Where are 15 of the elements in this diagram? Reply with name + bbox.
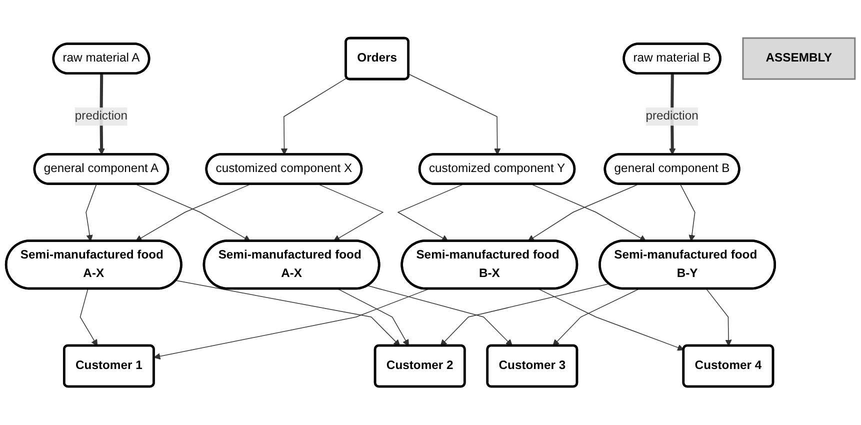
arrow: [706, 288, 732, 346]
arrow: [176, 280, 400, 346]
arrow: [680, 184, 696, 242]
arrow: [538, 288, 684, 352]
node-box: ASSEMBLY: [742, 38, 856, 80]
arrow: [552, 288, 640, 346]
arrow: [440, 284, 610, 346]
arrow: [367, 286, 513, 346]
arrow: [408, 74, 501, 156]
arrow: [280, 78, 348, 156]
arrow: [86, 184, 97, 242]
edge-label: prediction: [74, 110, 128, 123]
edge-label: prediction: [646, 110, 698, 123]
arrow: [338, 288, 409, 346]
arrow: [80, 288, 98, 346]
